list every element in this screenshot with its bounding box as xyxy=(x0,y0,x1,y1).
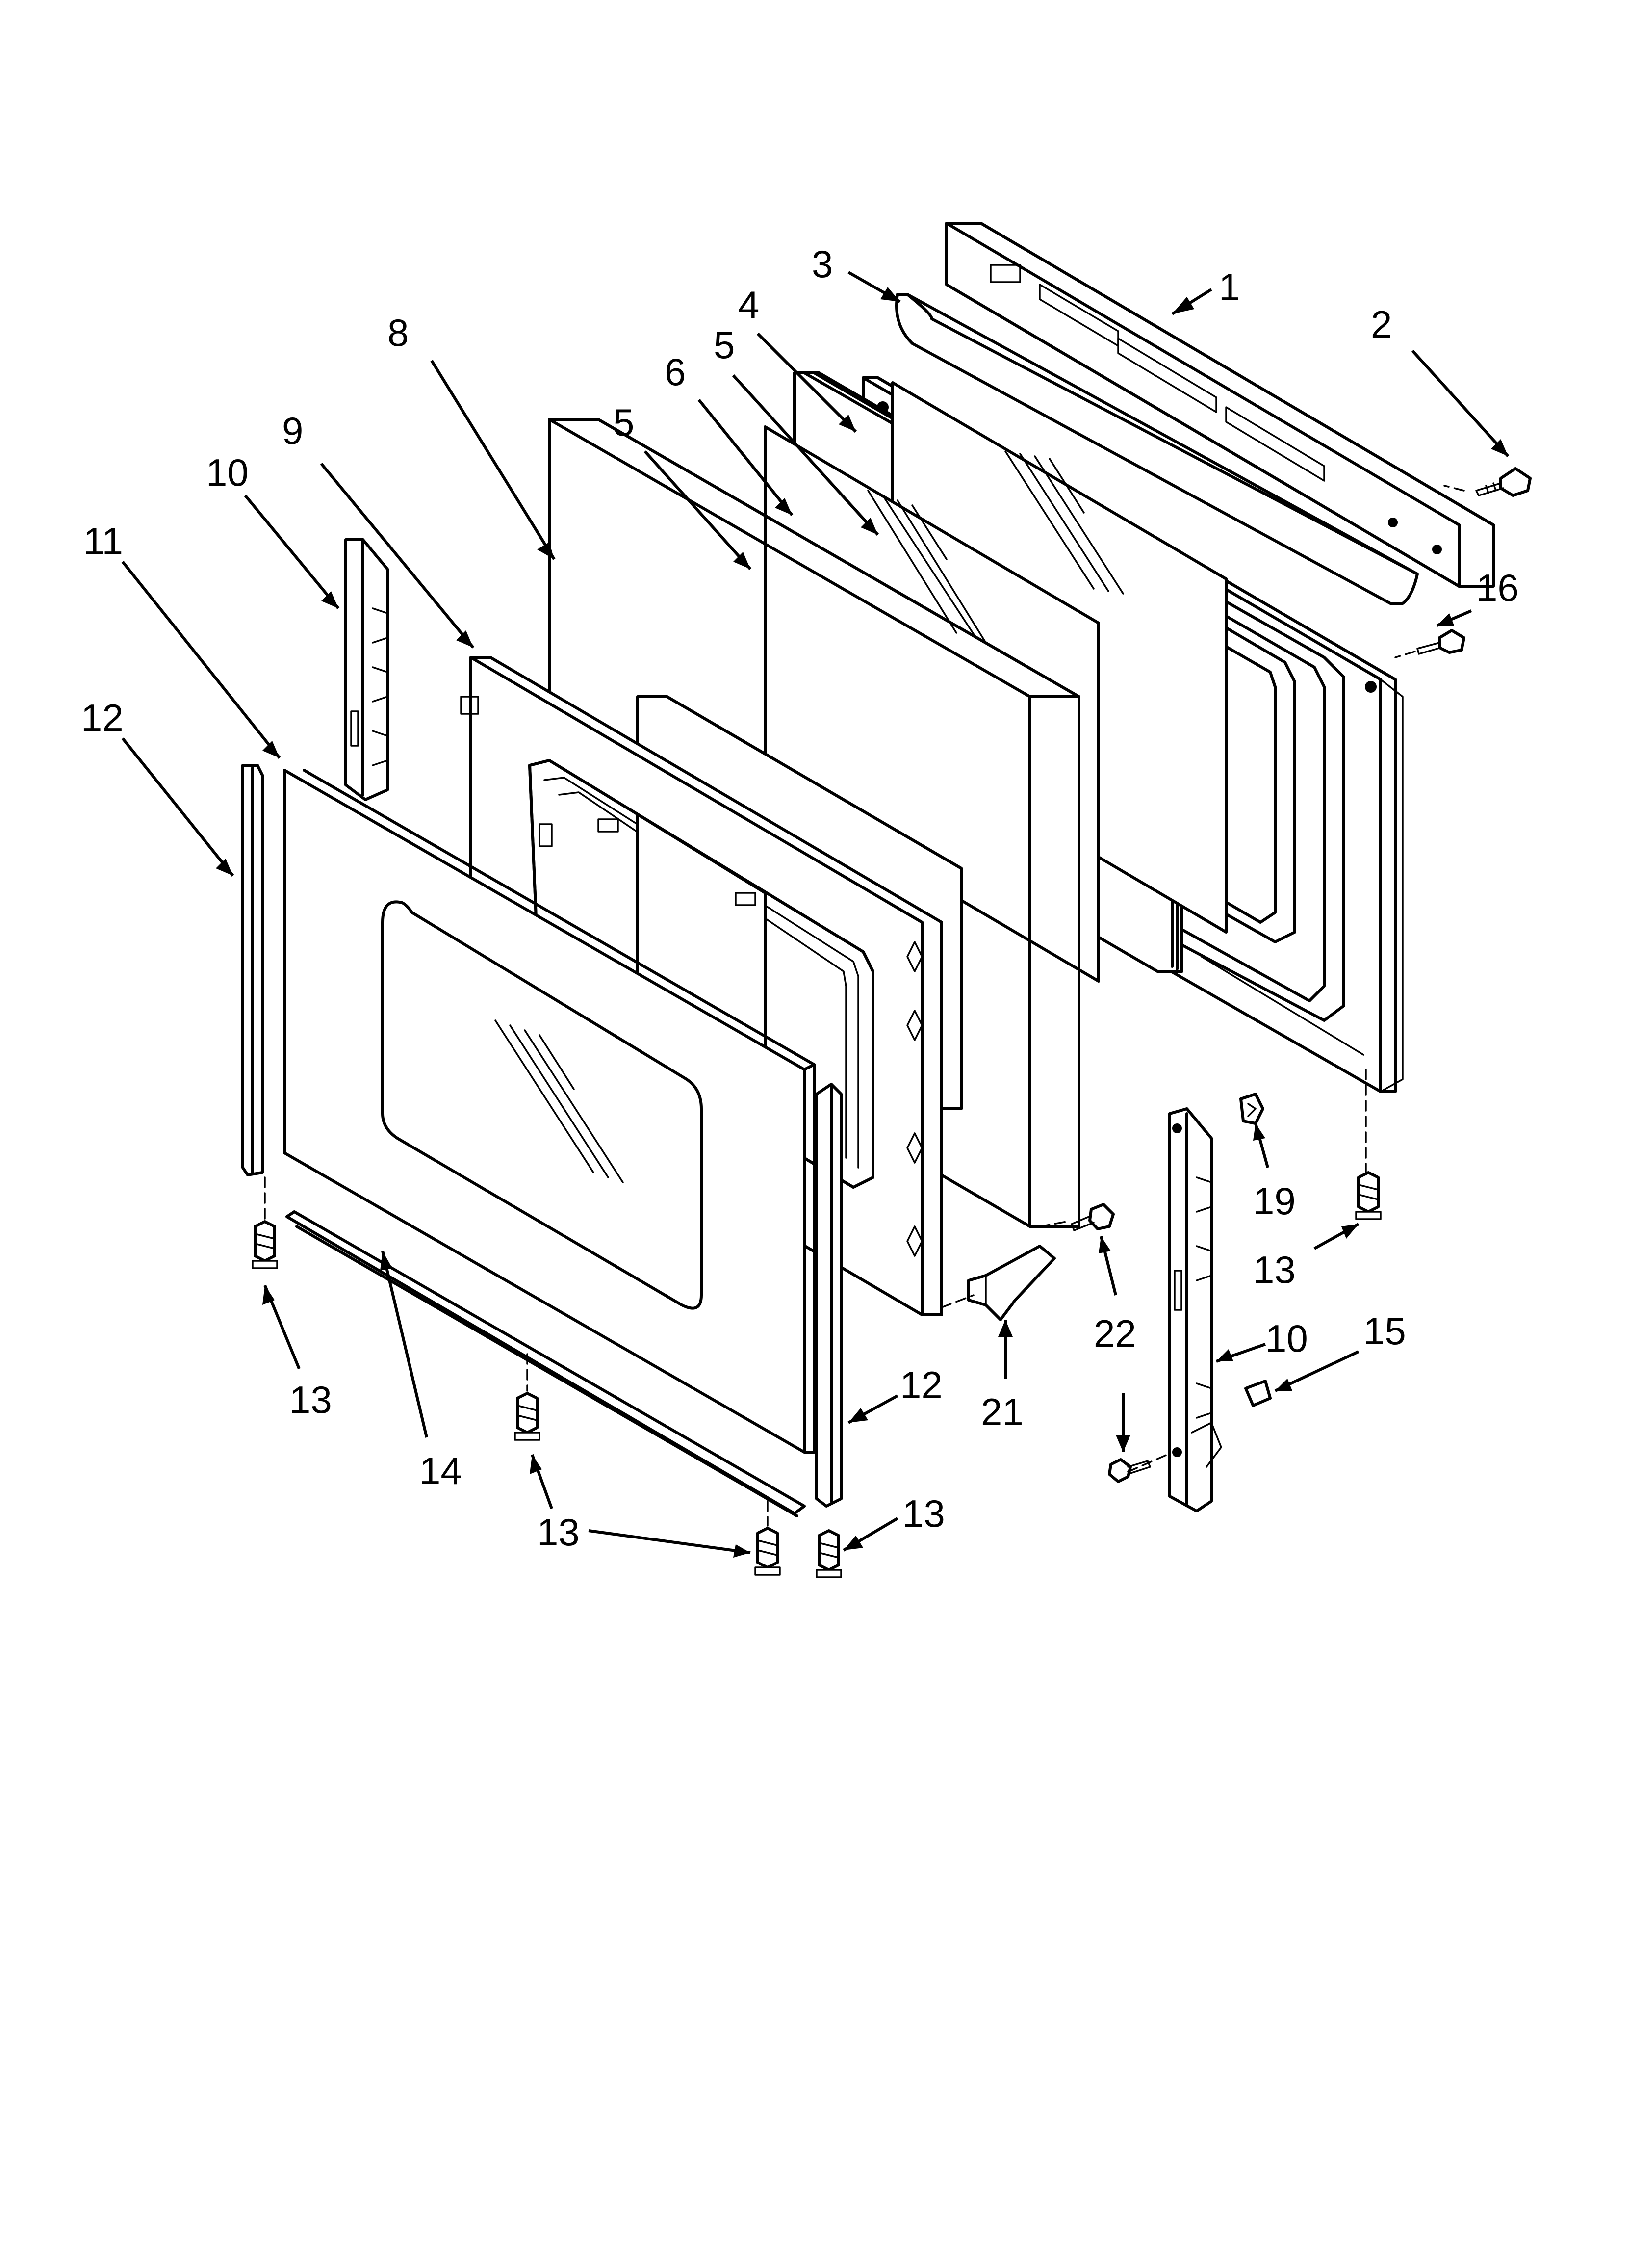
leader-5b xyxy=(643,450,752,571)
arrowhead-21 xyxy=(998,1320,1013,1337)
leader-2 xyxy=(1411,349,1510,458)
leader-13c-right xyxy=(588,1529,751,1554)
callout-12-left: 12 xyxy=(81,696,124,739)
callout-labels: 1 2 3 4 5 5 6 8 9 10 11 12 16 19 13 13 2… xyxy=(81,242,1519,1554)
callout-9: 9 xyxy=(282,409,303,452)
callout-3: 3 xyxy=(812,242,833,286)
outer-door-panel-part xyxy=(283,769,816,1454)
callout-11: 11 xyxy=(83,520,123,563)
callout-5a: 5 xyxy=(714,323,735,366)
screw-part-13-a xyxy=(252,1220,278,1269)
callout-1: 1 xyxy=(1219,265,1240,309)
screw-part-13-d xyxy=(816,1529,842,1578)
arrowhead-19 xyxy=(1253,1123,1265,1141)
callout-19: 19 xyxy=(1253,1179,1296,1223)
callout-13-left: 13 xyxy=(289,1378,332,1421)
leader-11 xyxy=(121,561,281,759)
arrowhead-5b xyxy=(733,552,750,569)
leader-4 xyxy=(756,332,857,433)
callout-21: 21 xyxy=(981,1390,1024,1434)
arrowhead-13c-right xyxy=(733,1544,750,1558)
leader-12a xyxy=(121,737,234,877)
callout-4: 4 xyxy=(738,283,759,326)
leader-5a xyxy=(732,374,879,536)
screw-part-22-upper xyxy=(1071,1203,1115,1231)
arrowhead-2 xyxy=(1491,439,1508,456)
callout-5b: 5 xyxy=(613,401,634,444)
arrowhead-12b xyxy=(848,1408,868,1423)
arrowhead-13d xyxy=(844,1536,863,1550)
arrowhead-11 xyxy=(262,741,280,758)
screw-part-13-c xyxy=(754,1527,781,1576)
arrowhead-8 xyxy=(537,542,554,559)
spring-clip-part xyxy=(1244,1380,1272,1407)
callout-12-right: 12 xyxy=(900,1363,943,1407)
arrowhead-10a xyxy=(321,591,338,608)
arrowhead-16 xyxy=(1437,613,1454,626)
arrowhead-13b xyxy=(262,1285,275,1305)
screw-part-2 xyxy=(1475,467,1532,497)
front-glass-part xyxy=(764,425,1100,983)
callout-leaders xyxy=(121,271,1510,1558)
callout-22: 22 xyxy=(1094,1312,1136,1355)
right-door-channel-part xyxy=(1168,1107,1222,1512)
bottom-trim-part xyxy=(285,1210,806,1517)
callout-13-bottom: 13 xyxy=(537,1511,580,1554)
left-side-trim-part xyxy=(241,764,264,1176)
bracket-part xyxy=(967,1245,1056,1321)
screw-part-22-lower xyxy=(1108,1458,1151,1483)
arrowhead-13a xyxy=(1341,1224,1359,1239)
callout-8: 8 xyxy=(387,311,409,354)
callout-16: 16 xyxy=(1476,566,1519,609)
leader-10a xyxy=(244,495,340,609)
arrowhead-13c-up xyxy=(530,1455,542,1474)
callout-13-bottom-right: 13 xyxy=(902,1492,945,1535)
arrowhead-5a xyxy=(861,518,878,535)
arrowhead-14 xyxy=(380,1251,392,1271)
left-door-channel-part xyxy=(344,538,389,801)
callout-13-right: 13 xyxy=(1253,1248,1296,1291)
callout-10-left: 10 xyxy=(206,451,249,494)
control-panel-part xyxy=(945,222,1495,588)
alignment-lines xyxy=(264,485,1465,1527)
leader-14 xyxy=(381,1251,428,1438)
arrowhead-10b xyxy=(1216,1349,1233,1361)
callout-15: 15 xyxy=(1363,1309,1406,1353)
leader-8 xyxy=(430,360,556,560)
callout-14: 14 xyxy=(419,1449,462,1492)
door-trim-part xyxy=(895,293,1419,605)
arrowhead-15 xyxy=(1275,1379,1292,1391)
callout-2: 2 xyxy=(1371,303,1392,346)
arrowhead-22-up xyxy=(1099,1236,1111,1253)
callout-10-right: 10 xyxy=(1265,1317,1308,1360)
arrowhead-1 xyxy=(1172,297,1194,314)
arrowhead-9 xyxy=(456,630,473,648)
arrowhead-6 xyxy=(775,498,792,515)
callout-6: 6 xyxy=(665,350,686,393)
screw-part-13-b xyxy=(514,1392,540,1441)
arrowhead-12a xyxy=(216,859,233,876)
screw-part-16 xyxy=(1416,629,1465,655)
leader-9 xyxy=(320,463,475,649)
arrowhead-22-down xyxy=(1116,1435,1130,1452)
right-side-trim-part xyxy=(815,1083,843,1508)
arrowhead-3 xyxy=(880,287,900,302)
screw-part-13-e xyxy=(1355,1171,1382,1220)
clip-part xyxy=(1239,1093,1264,1125)
leader-6 xyxy=(697,399,794,516)
arrowhead-4 xyxy=(839,415,856,432)
